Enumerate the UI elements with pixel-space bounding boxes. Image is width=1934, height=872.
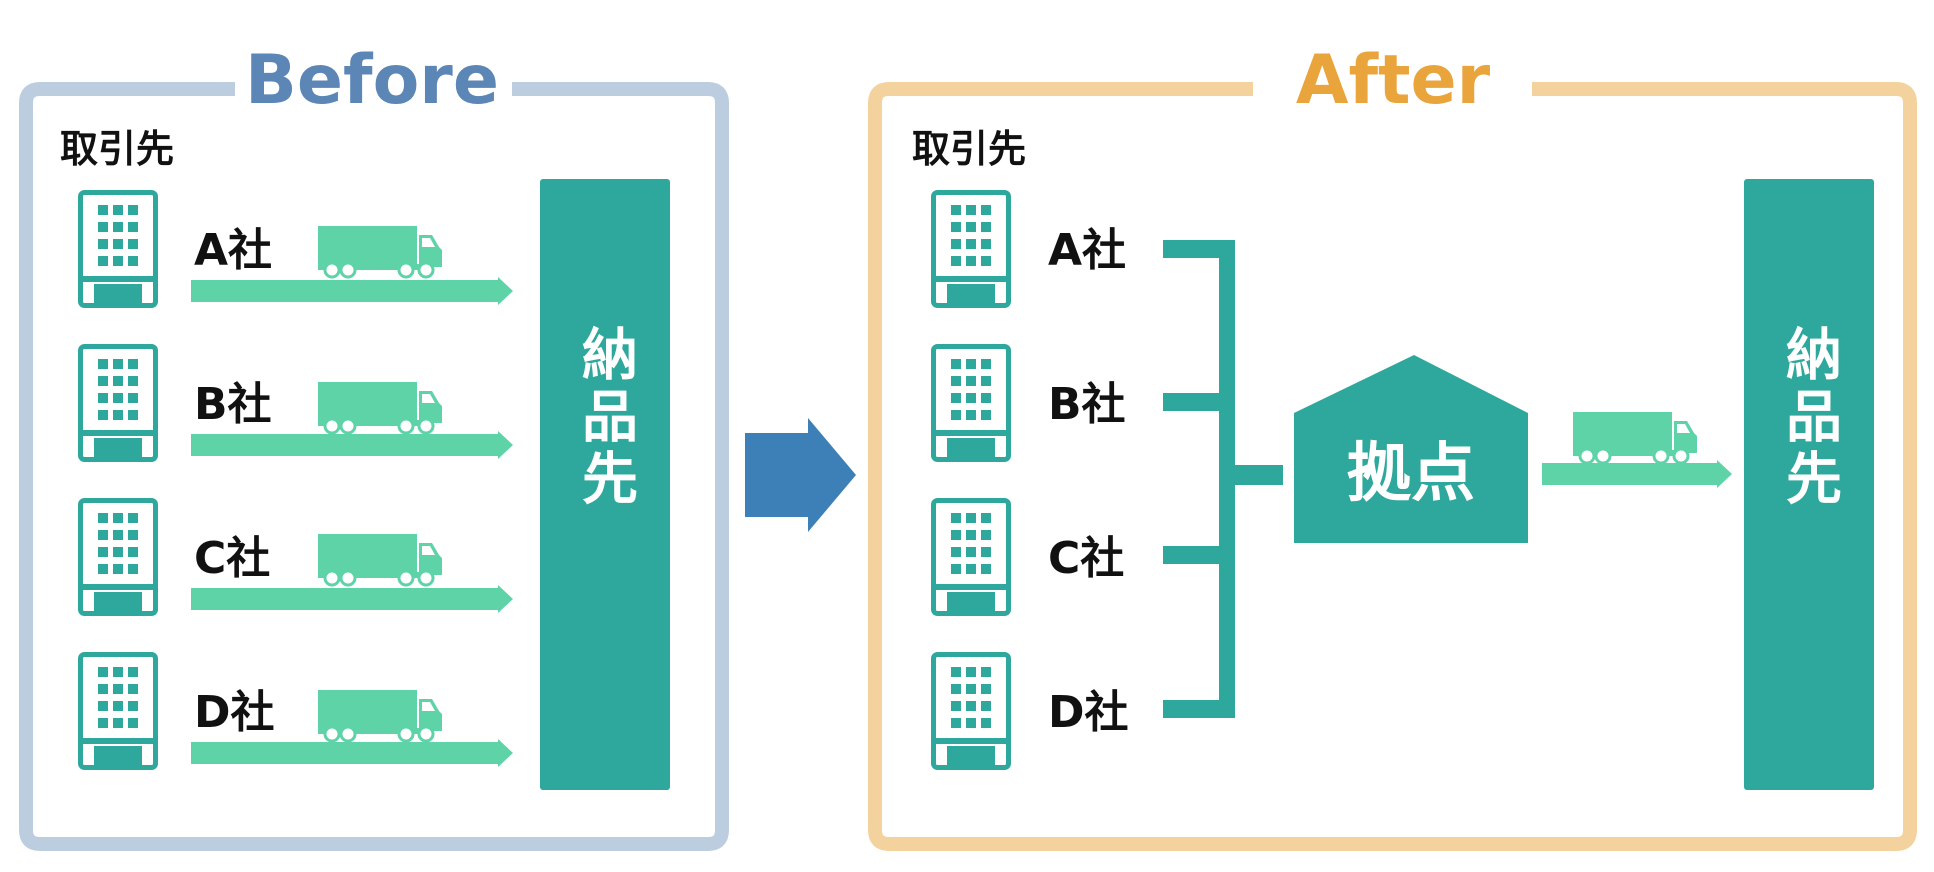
building-icon (80, 655, 156, 768)
building-icon (80, 347, 156, 460)
after-row-a: A社 (933, 193, 1126, 306)
arrow-right-icon (191, 585, 513, 613)
company-label: D社 (1048, 687, 1129, 738)
before-row-b: B社 (80, 347, 513, 460)
warehouse-icon (1294, 355, 1528, 543)
after-row-c: C社 (933, 501, 1124, 614)
truck-icon (316, 688, 444, 743)
arrow-right-icon (191, 277, 513, 305)
before-row-a: A社 (80, 193, 513, 306)
before-suppliers-label: 取引先 (60, 127, 174, 171)
truck-icon (316, 380, 444, 435)
after-title: After (1296, 41, 1491, 120)
after-panel: After 取引先 A社 B社 C社 D社 (868, 41, 1917, 851)
arrow-right-icon (191, 739, 513, 767)
before-row-d: D社 (80, 655, 513, 768)
destination-label: 納品先 (1777, 325, 1842, 511)
building-icon (933, 347, 1009, 460)
building-icon (80, 193, 156, 306)
after-suppliers-label: 取引先 (912, 127, 1026, 171)
destination-label: 納品先 (573, 325, 638, 511)
building-icon (933, 193, 1009, 306)
company-label: D社 (194, 687, 275, 738)
before-title: Before (245, 41, 499, 120)
company-label: B社 (1048, 379, 1126, 430)
after-row-d: D社 (933, 655, 1129, 768)
before-panel: Before 取引先 A社 B社 C社 D社 (19, 41, 729, 851)
arrow-right-icon (191, 431, 513, 459)
company-label: C社 (1048, 533, 1124, 584)
hub-label: 拠点 (1347, 437, 1475, 511)
company-label: C社 (194, 533, 270, 584)
transition-arrow-icon (745, 418, 856, 532)
truck-icon (316, 532, 444, 587)
building-icon (933, 501, 1009, 614)
building-icon (80, 501, 156, 614)
consolidation-bracket (1163, 240, 1283, 718)
hub: 拠点 (1294, 355, 1528, 543)
truck-icon (1571, 410, 1699, 465)
before-row-c: C社 (80, 501, 513, 614)
company-label: A社 (1048, 225, 1126, 276)
truck-icon (316, 224, 444, 279)
company-label: B社 (194, 379, 272, 430)
after-destination: 納品先 (1744, 179, 1874, 790)
building-icon (933, 655, 1009, 768)
after-row-b: B社 (933, 347, 1126, 460)
company-label: A社 (194, 225, 272, 276)
before-destination: 納品先 (540, 179, 670, 790)
arrow-right-icon (1542, 460, 1732, 488)
